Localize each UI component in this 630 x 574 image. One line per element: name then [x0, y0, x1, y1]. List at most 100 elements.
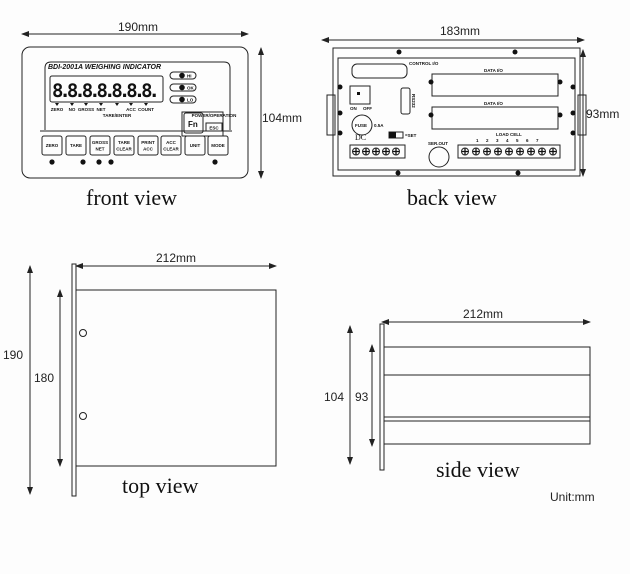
screw-icon [395, 170, 401, 176]
back-panel [332, 47, 581, 177]
esc-button[interactable] [205, 122, 223, 132]
fn-button[interactable] [183, 112, 204, 134]
top-body [75, 289, 277, 467]
screw-icon [337, 110, 343, 116]
front-panel [21, 46, 249, 179]
side-inner-label: 93 [355, 390, 369, 404]
data-io-label-2: DATA I/O [484, 101, 503, 106]
key-label: MODE [211, 143, 225, 148]
terminal-screw-icon [505, 147, 513, 156]
lamp-marker-icon [144, 103, 148, 106]
indicator-lamp [169, 83, 197, 92]
unit-note: Unit:mm [550, 490, 595, 504]
back-view-caption: back view [407, 185, 497, 210]
terminal-screw-icon [372, 147, 380, 156]
key-tare-clear[interactable] [113, 135, 135, 156]
back-width-label: 183mm [440, 24, 480, 38]
fuse-rating: 0.5A [374, 123, 384, 128]
front-height-label: 104mm [262, 111, 302, 125]
back-height-label: 93mm [586, 107, 619, 121]
arrow-key-icon [96, 159, 102, 165]
key-label: PRINT [141, 140, 155, 145]
load-cell-number: 2 [486, 138, 489, 143]
lamp-marker-icon [115, 103, 119, 106]
arrow-key-icon [49, 159, 55, 165]
power-terminal-block [349, 144, 406, 159]
indicator-label: OK [187, 86, 195, 91]
data-io-slot-1 [431, 73, 559, 97]
fuse-label: FUSE [355, 123, 367, 128]
screw-icon [337, 84, 343, 90]
lamp-label: GROSS [78, 107, 94, 112]
screw-icon [396, 49, 402, 55]
right-mounting-tab [577, 94, 587, 136]
arrow-key-icon [80, 159, 86, 165]
fn-label: Fn [188, 120, 198, 129]
key-zero[interactable] [41, 135, 63, 156]
top-front-flange [71, 263, 77, 497]
screw-icon [512, 49, 518, 55]
esc-label: ESC [209, 126, 219, 131]
screw-icon [515, 170, 521, 176]
rs232-label: RS232 [411, 94, 416, 108]
terminal-screw-icon [352, 147, 360, 156]
arrow-key-icon [108, 159, 114, 165]
screw-icon [337, 130, 343, 136]
data-io-label-1: DATA I/O [484, 68, 503, 73]
key-label: TARE [118, 140, 130, 145]
key-label: GROSS [92, 140, 108, 145]
indicator-label: HI [187, 74, 192, 79]
load-cell-number: 4 [506, 138, 509, 143]
off-label: OFF [363, 106, 372, 111]
indicator-lamp [169, 71, 197, 80]
key-label: TARE [70, 143, 82, 148]
screw-icon [570, 84, 576, 90]
key-mode[interactable] [207, 135, 229, 156]
terminal-screw-icon [538, 147, 546, 156]
screw-icon [428, 79, 434, 85]
terminal-screw-icon [472, 147, 480, 156]
side-view-caption: side view [436, 457, 520, 482]
ser-out-connector [428, 146, 450, 168]
power-switch[interactable] [349, 85, 371, 105]
lamp-marker-icon [84, 103, 88, 106]
lamp-marker-icon [129, 103, 133, 106]
rs232-connector [400, 87, 411, 115]
indicator-label: LO [187, 98, 194, 103]
key-print-acc[interactable] [137, 135, 159, 156]
side-outer-label: 104 [324, 390, 344, 404]
terminal-screw-icon [483, 147, 491, 156]
on-label: ON [350, 106, 357, 111]
terminal-screw-icon [549, 147, 557, 156]
load-cell-number: 5 [516, 138, 519, 143]
load-cell-label: LOAD CELL [496, 132, 522, 137]
load-cell-number: 3 [496, 138, 499, 143]
key-gross-net[interactable] [89, 135, 111, 156]
top-view-caption: top view [122, 473, 198, 498]
model-title: BDI-2001A WEIGHING INDICATOR [48, 64, 161, 71]
load-cell-terminal-block [457, 144, 561, 159]
key-tare[interactable] [65, 135, 87, 156]
lamp-marker-icon [55, 103, 59, 106]
key-label: ACC [166, 140, 176, 145]
left-mounting-tab [326, 94, 336, 136]
key-unit[interactable] [184, 135, 206, 156]
control-io-connector [351, 63, 408, 79]
top-outer-label: 190 [3, 348, 23, 362]
side-body [383, 346, 591, 445]
side-view: 212mm 104 93 side view [324, 307, 591, 482]
lamp-label: TARE/ENTER [103, 113, 132, 118]
digit-display [49, 75, 164, 103]
side-depth-label: 212mm [463, 307, 503, 321]
side-front-flange [379, 323, 385, 471]
top-view: 212mm 190 180 top view [3, 251, 277, 498]
front-view-caption: front view [86, 185, 177, 210]
screw-icon [557, 112, 563, 118]
front-view: 190mm 104mm BDI-2001A WEIGHING INDICATOR… [21, 20, 302, 210]
key-acc-clear[interactable] [160, 135, 182, 156]
screw-icon [570, 110, 576, 116]
lamp-label: ZERO [51, 107, 64, 112]
key-label: ACC [143, 147, 153, 152]
display-digits: 8.8.8.8.8.8.8. [52, 80, 160, 102]
